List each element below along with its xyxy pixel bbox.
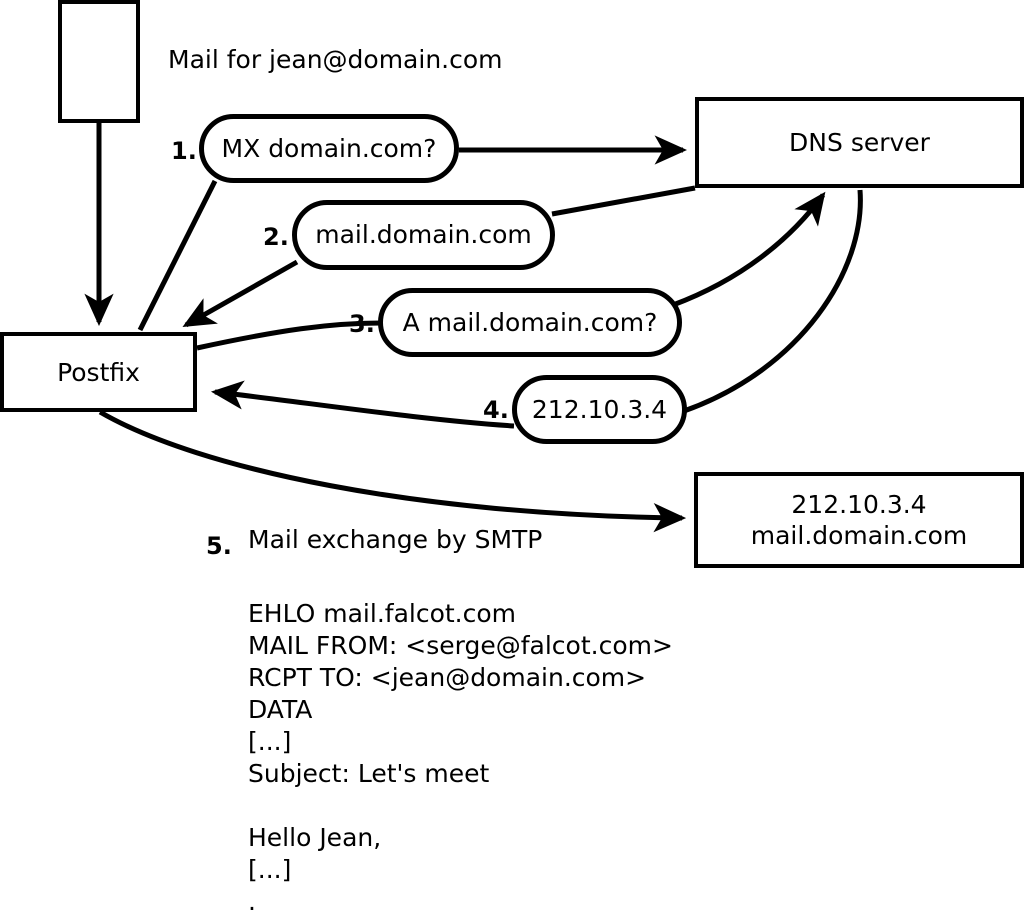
smtp-line: Subject: Let's meet <box>248 759 490 788</box>
step-1-label: MX domain.com? <box>221 133 437 163</box>
smtp-blank-line <box>248 790 673 822</box>
target-mail-server-ip: 212.10.3.4 <box>791 490 927 519</box>
smtp-line: [...] <box>248 855 292 884</box>
smtp-line: RCPT TO: <jean@domain.com> <box>248 663 647 692</box>
smtp-line: DATA <box>248 695 313 724</box>
smtp-line: [...] <box>248 727 292 756</box>
step-2-bubble: mail.domain.com <box>292 200 555 270</box>
connector-step3-to-dns <box>672 191 826 308</box>
dns-server-box: DNS server <box>695 97 1024 188</box>
smtp-transcript-block: Mail exchange by SMTP EHLO mail.falcot.c… <box>248 527 673 918</box>
step-3-label: A mail.domain.com? <box>402 307 658 337</box>
connector-step4-to-postfix <box>210 380 515 429</box>
connector-postfix-to-target <box>98 409 687 533</box>
step-4-number: 4. <box>483 396 509 424</box>
incoming-mail-caption: Mail for jean@domain.com <box>168 45 503 74</box>
connector-postfix-to-step3 <box>196 320 382 351</box>
step-5-label: Mail exchange by SMTP <box>248 525 543 554</box>
step-3-bubble: A mail.domain.com? <box>378 288 682 357</box>
connector-step2-to-postfix <box>182 259 299 328</box>
postfix-box: Postfix <box>0 332 197 412</box>
step-2-label: mail.domain.com <box>315 220 532 249</box>
step-3-number: 3. <box>349 310 375 338</box>
connector-postfix-to-step1 <box>137 179 218 332</box>
dns-server-label: DNS server <box>789 128 930 157</box>
step-4-bubble: 212.10.3.4 <box>512 375 687 444</box>
target-mail-server-box: 212.10.3.4 mail.domain.com <box>694 472 1024 568</box>
smtp-transcript-lines: EHLO mail.falcot.com MAIL FROM: <serge@f… <box>248 598 673 918</box>
smtp-line: . <box>248 887 256 916</box>
step-5-number: 5. <box>206 532 232 560</box>
postfix-label: Postfix <box>57 357 140 387</box>
step-1-number: 1. <box>171 137 197 165</box>
target-mail-server-hostname: mail.domain.com <box>750 521 968 550</box>
smtp-line: MAIL FROM: <serge@falcot.com> <box>248 631 673 660</box>
smtp-line: Hello Jean, <box>248 823 382 852</box>
step-4-label: 212.10.3.4 <box>531 394 668 424</box>
sender-client-box <box>58 0 140 123</box>
connector-dns-to-step2 <box>551 185 696 217</box>
step-1-bubble: MX domain.com? <box>199 114 459 183</box>
connector-dns-to-step4 <box>683 189 863 414</box>
smtp-line: EHLO mail.falcot.com <box>248 599 517 628</box>
step-2-number: 2. <box>263 223 289 251</box>
